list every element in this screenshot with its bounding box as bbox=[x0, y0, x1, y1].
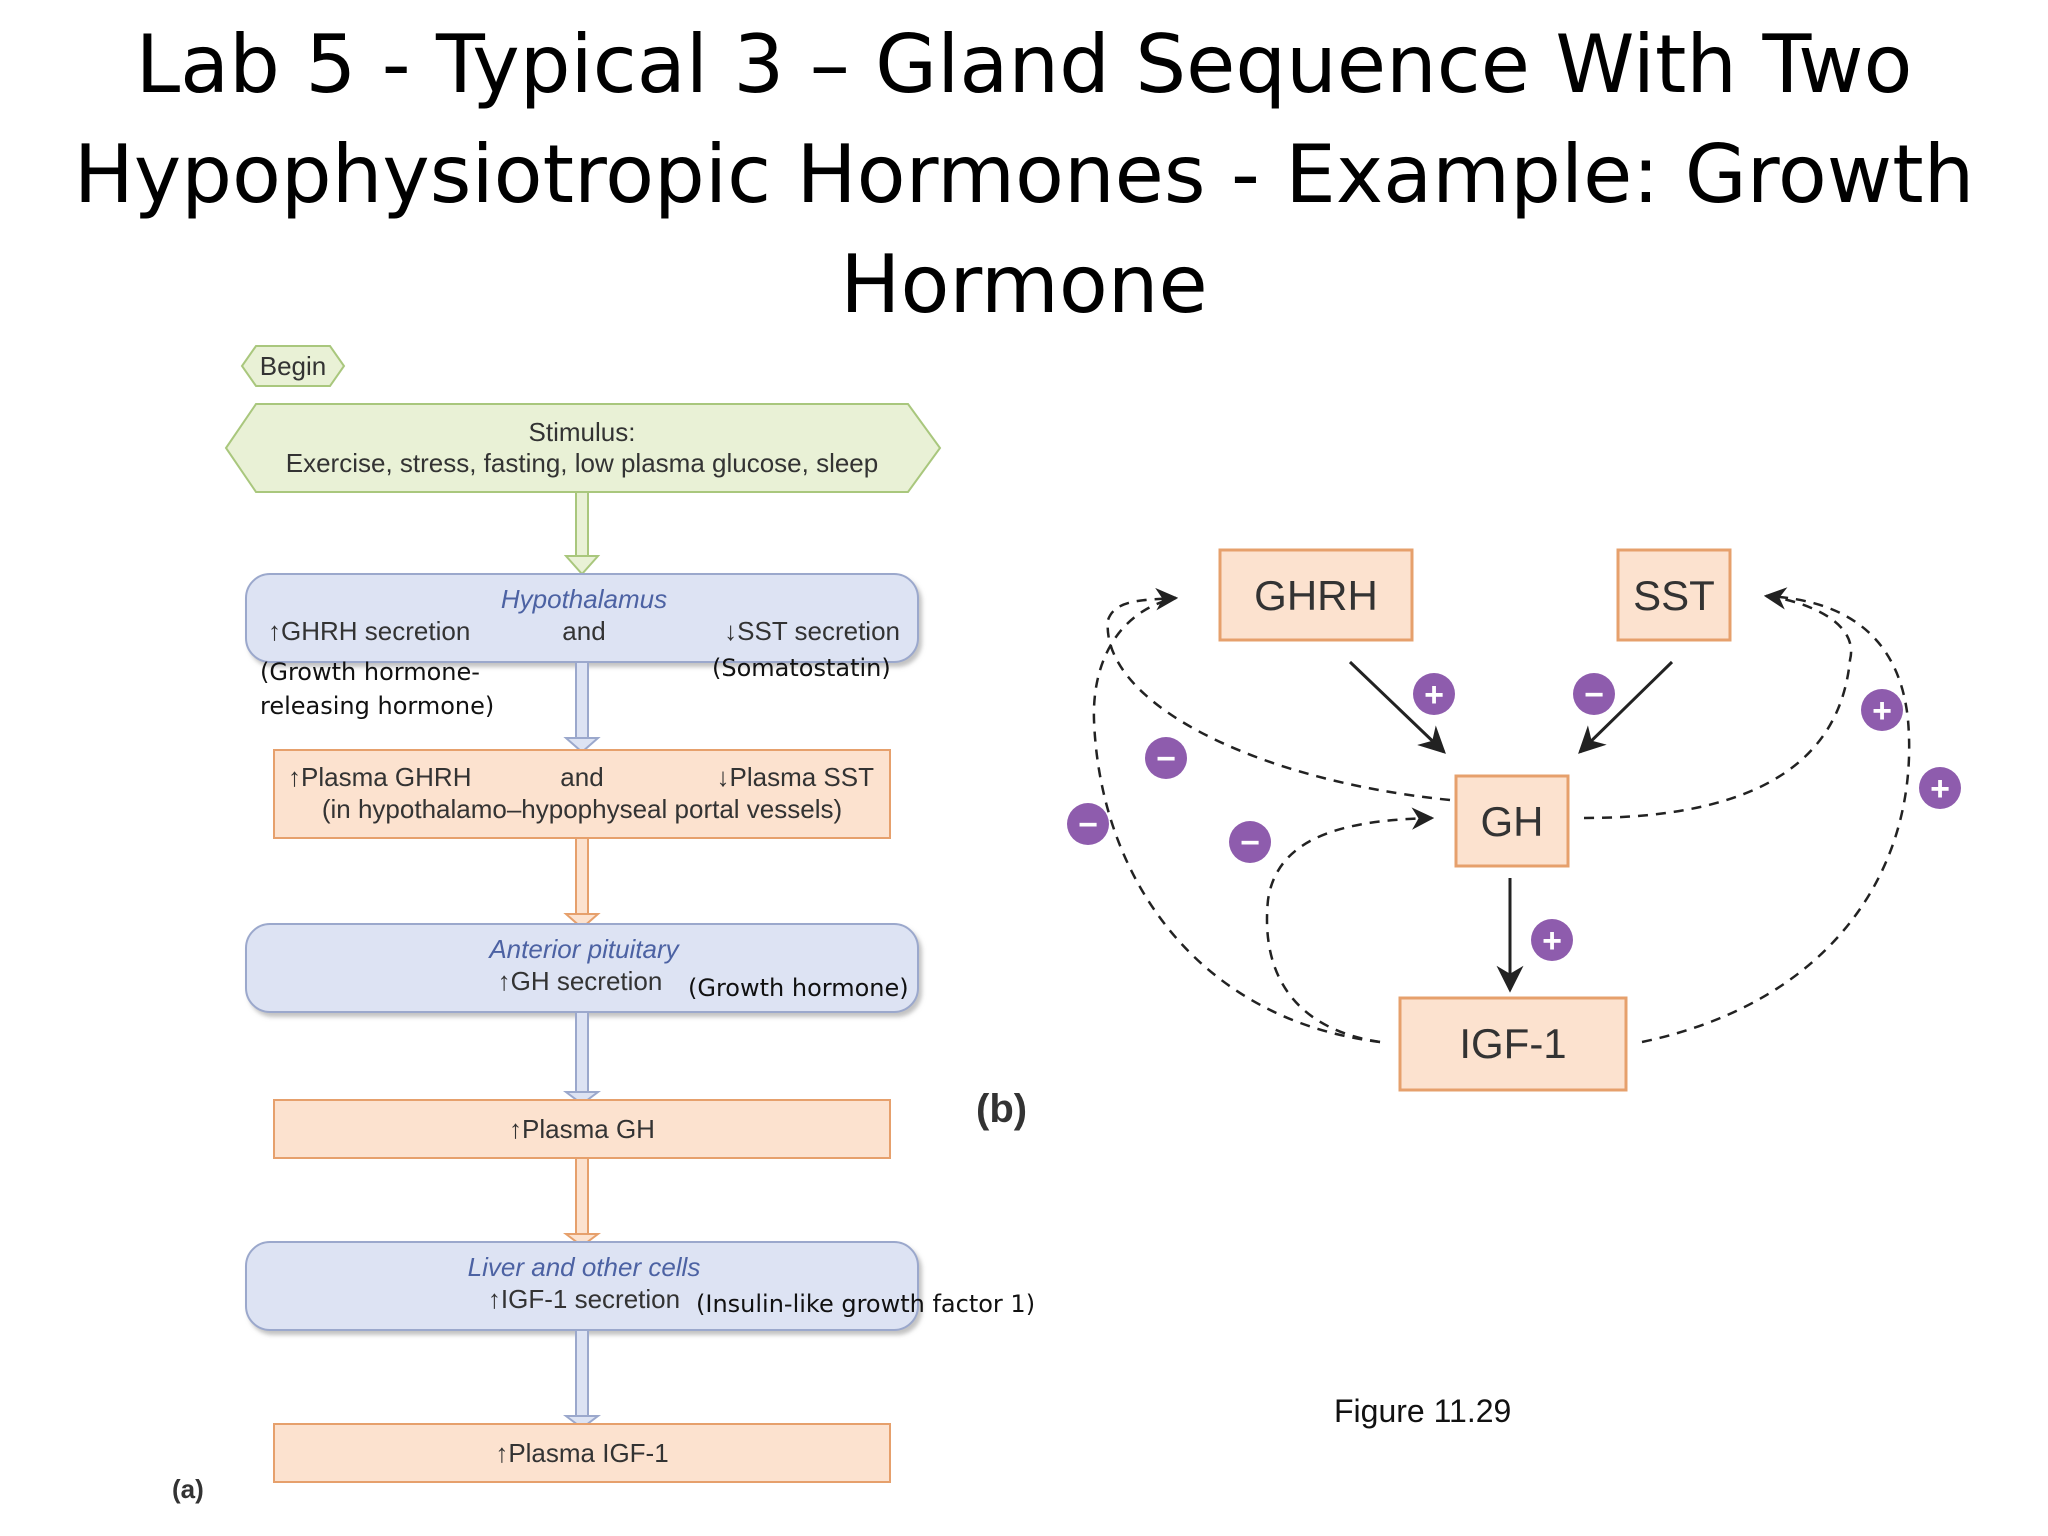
plasma-igf-label: ↑Plasma IGF-1 bbox=[495, 1438, 668, 1468]
ghrh-note-line-1: (Growth hormone- bbox=[260, 658, 480, 686]
minus-badge-sst-gh: − bbox=[1573, 673, 1615, 715]
plasma-igf-box: ↑Plasma IGF-1 bbox=[273, 1423, 891, 1483]
plasma-gh-box: ↑Plasma GH bbox=[273, 1099, 891, 1159]
plus-badge-gh-igf: + bbox=[1531, 919, 1573, 961]
sst-note: (Somatostatin) bbox=[712, 654, 891, 682]
begin-label: Begin bbox=[260, 351, 327, 381]
figure-label: Figure 11.29 bbox=[1334, 1393, 1511, 1429]
sst-box: SST bbox=[1616, 548, 1732, 642]
igf-to-ghrh-negative-curve bbox=[1092, 596, 1381, 1044]
gh-label: GH bbox=[1481, 798, 1544, 845]
stimulus-box: Stimulus: Exercise, stress, fasting, low… bbox=[224, 403, 942, 493]
svg-text:−: − bbox=[1078, 806, 1098, 844]
sst-label: SST bbox=[1633, 572, 1715, 619]
hypothalamus-title: Hypothalamus bbox=[501, 584, 667, 614]
panel-a-label: (a) bbox=[172, 1474, 204, 1504]
igf-note: (Insulin-like growth factor 1) bbox=[696, 1290, 1035, 1318]
igf-to-sst-positive-curve bbox=[1641, 594, 1911, 1044]
feedback-curves bbox=[1092, 587, 1911, 1044]
svg-text:−: − bbox=[1156, 740, 1176, 778]
begin-tag: Begin bbox=[240, 345, 346, 387]
anterior-pituitary-box: Anterior pituitary ↑GH secretion bbox=[245, 923, 919, 1013]
title-line-3: Hormone bbox=[840, 238, 1208, 331]
minus-badge-igf-gh: − bbox=[1229, 821, 1271, 863]
title-line-2: Hypophysiotropic Hormones - Example: Gro… bbox=[73, 128, 1975, 221]
svg-text:−: − bbox=[1240, 824, 1260, 862]
plasma-sst-label: ↓Plasma SST bbox=[717, 762, 875, 792]
stimulus-label: Stimulus: bbox=[529, 417, 636, 447]
sst-secretion-label: ↓SST secretion bbox=[724, 616, 900, 646]
plasma-ghrh-label: ↑Plasma GHRH bbox=[288, 762, 471, 792]
ghrh-note-line-2: releasing hormone) bbox=[260, 692, 494, 720]
stimulus-text: Exercise, stress, fasting, low plasma gl… bbox=[286, 448, 878, 478]
hypothalamus-box: Hypothalamus ↑GHRH secretion and ↓SST se… bbox=[245, 573, 919, 663]
svg-text:+: + bbox=[1542, 922, 1562, 960]
flowchart-panel-a: Begin Stimulus: Exercise, stress, fastin… bbox=[172, 345, 1035, 1504]
svg-text:−: − bbox=[1584, 676, 1604, 714]
gh-to-sst-positive-curve bbox=[1583, 587, 1853, 820]
arrow-plasma-gh-to-liver bbox=[563, 1157, 601, 1248]
arrow-liver-to-plasma-igf bbox=[563, 1329, 601, 1430]
ghrh-secretion-label: ↑GHRH secretion bbox=[268, 616, 470, 646]
gh-secretion-label: ↑GH secretion bbox=[498, 966, 663, 996]
gh-note: (Growth hormone) bbox=[688, 974, 909, 1002]
liver-box: Liver and other cells ↑IGF-1 secretion bbox=[245, 1241, 919, 1331]
liver-title: Liver and other cells bbox=[468, 1252, 701, 1282]
panel-b-label: (b) bbox=[976, 1087, 1027, 1131]
plus-badge-gh-sst: + bbox=[1861, 689, 1903, 731]
plasma-gh-label: ↑Plasma GH bbox=[509, 1114, 655, 1144]
gh-box: GH bbox=[1454, 774, 1570, 868]
gh-to-ghrh-negative-curve bbox=[1106, 587, 1451, 802]
portal-vessels-label: (in hypothalamo–hypophyseal portal vesse… bbox=[322, 794, 842, 824]
arrow-pituitary-to-plasma-gh bbox=[563, 1011, 601, 1106]
sst-to-gh-arrow bbox=[1578, 660, 1674, 754]
igf-box: IGF-1 bbox=[1398, 996, 1628, 1092]
ghrh-label: GHRH bbox=[1254, 572, 1378, 619]
plasma-ghrh-sst-box: ↑Plasma GHRH and ↓Plasma SST (in hypotha… bbox=[273, 749, 891, 839]
minus-badge-gh-ghrh: − bbox=[1145, 737, 1187, 779]
igf-secretion-label: ↑IGF-1 secretion bbox=[488, 1284, 680, 1314]
svg-text:+: + bbox=[1930, 770, 1950, 808]
slide-title: Lab 5 - Typical 3 – Gland Sequence With … bbox=[0, 10, 2048, 340]
plasma-and: and bbox=[560, 762, 603, 792]
arrow-hypothalamus-to-plasma bbox=[563, 661, 601, 754]
plus-badge-igf-sst: + bbox=[1919, 767, 1961, 809]
svg-text:+: + bbox=[1872, 692, 1892, 730]
title-line-1: Lab 5 - Typical 3 – Gland Sequence With … bbox=[135, 18, 1913, 111]
ghrh-to-gh-arrow bbox=[1348, 660, 1446, 754]
plus-badge-ghrh-gh: + bbox=[1413, 673, 1455, 715]
feedback-panel-b: (b) GHRH SST bbox=[976, 548, 1961, 1131]
ghrh-box: GHRH bbox=[1218, 548, 1414, 642]
igf-label: IGF-1 bbox=[1459, 1020, 1566, 1067]
svg-text:+: + bbox=[1424, 676, 1444, 714]
arrow-stimulus-to-hypothalamus bbox=[563, 491, 601, 576]
minus-badge-igf-ghrh: − bbox=[1067, 803, 1109, 845]
hypothalamus-and: and bbox=[562, 616, 605, 646]
igf-to-gh-negative-curve bbox=[1265, 807, 1435, 1044]
arrow-plasma-to-anterior-pituitary bbox=[563, 837, 601, 930]
solid-arrows bbox=[1348, 660, 1674, 993]
anterior-pituitary-title: Anterior pituitary bbox=[487, 934, 680, 964]
